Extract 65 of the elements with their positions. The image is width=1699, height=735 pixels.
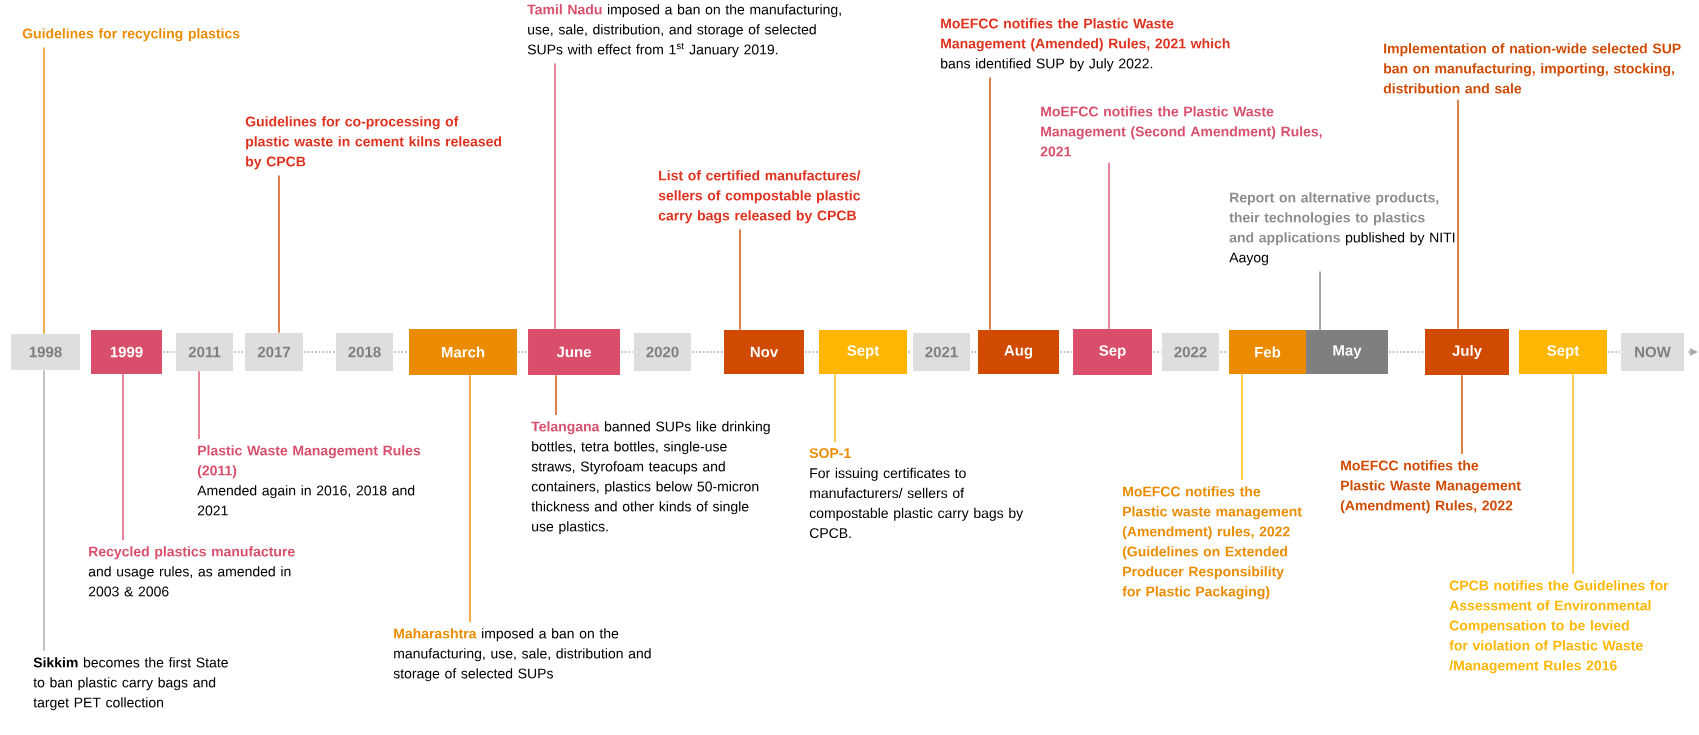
leader-line	[834, 373, 836, 443]
leader-line	[1241, 373, 1243, 481]
leader-line	[1457, 98, 1459, 330]
year-box: 2022	[1162, 333, 1219, 371]
leader-line	[43, 46, 45, 335]
event-text: Plastic Waste Management Rules (2011) Amended again in 2016, 2018 and 2021	[197, 445, 421, 516]
timeline-connector	[303, 351, 336, 353]
event-text: Sikkim becomes the first State to ban plastic carry bags and target PET collection	[33, 657, 228, 711]
month-box: Sept	[819, 330, 907, 374]
year-box: 2018	[336, 333, 393, 371]
leader-line	[198, 370, 200, 440]
event-text: Report on alternative products, their technologies to plastics and applications published by NITI Aayog	[1229, 192, 1455, 266]
event-text: Guidelines for recycling plastics	[22, 28, 240, 42]
timeline-connector	[393, 351, 409, 353]
year-box: 2021	[913, 333, 970, 371]
leader-line	[555, 374, 557, 416]
timeline-connector	[233, 351, 245, 353]
timeline-connector	[620, 351, 634, 353]
event-text: MoEFCC notifies the Plastic waste management (Amendment) rules, 2022 (Guidelines on Extended Producer Responsibility for Plastic Packaging)	[1122, 486, 1302, 600]
event-text: MoEFCC notifies the Plastic Waste Management (Amendment) Rules, 2022	[1340, 460, 1521, 514]
event-text: MoEFCC notifies the Plastic Waste Management (Second Amendment) Rules, 2021	[1040, 106, 1322, 157]
month-box: Sept	[1519, 330, 1607, 374]
event-text: Guidelines for co-processing of plastic waste in cement kilns released by CPCB	[245, 116, 502, 170]
leader-line	[469, 374, 471, 623]
month-box: July	[1425, 329, 1509, 375]
event-text: Implementation of nation-wide selected SUP ban on manufacturing, importing, stocking, distribution and sale	[1383, 43, 1681, 94]
leader-line	[1572, 373, 1574, 575]
leader-line	[1108, 161, 1110, 330]
month-box: June	[528, 329, 620, 375]
timeline-connector	[970, 351, 978, 353]
event-text: SOP-1 For issuing certificates to manufacturers/ sellers of compostable plastic carry bags by CPCB.	[809, 448, 1024, 539]
timeline-connector	[1607, 351, 1621, 353]
month-box: Sep	[1073, 329, 1152, 375]
month-box: 1999	[91, 330, 162, 374]
timeline-connector	[162, 351, 176, 353]
month-box: Nov	[724, 330, 804, 374]
event-text: Recycled plastics manufacture and usage rules, as amended in 2003 & 2006	[88, 546, 295, 597]
leader-line	[1461, 374, 1463, 455]
event-text: Tamil Nadu imposed a ban on the manufacturing, use, sale, distribution, and storage of selected SUPs with effect from 1$^{st}$ January 2019.	[527, 4, 841, 58]
event-text: Maharashtra imposed a ban on the manufacturing, use, sale, distribution and storage of selected SUPs	[393, 628, 651, 682]
timeline-connector	[1388, 351, 1425, 353]
leader-line	[278, 174, 280, 334]
timeline-connector	[691, 351, 724, 353]
event-text: Telangana banned SUPs like drinking bottles, tetra bottles, single-use straws, Styrofoam teacups and containers, plastics below 50-micron thickness and other kinds of single use plastics.	[531, 421, 770, 535]
leader-line	[989, 76, 991, 331]
leader-line	[43, 369, 45, 652]
event-text: MoEFCC notifies the Plastic Waste Management (Amended) Rules, 2021 which bans identified SUP by July 2022.	[941, 18, 1230, 72]
year-box: 2020	[634, 333, 691, 371]
year-box: 2011	[176, 333, 233, 371]
leader-line	[739, 228, 741, 331]
year-box: 1998	[11, 334, 80, 370]
month-box: March	[409, 329, 517, 375]
month-box: Aug	[978, 330, 1059, 374]
year-box: NOW	[1621, 333, 1684, 371]
event-text: CPCB notifies the Guidelines for Assessment of Environmental Compensation to be levied for violation of Plastic Waste /Management Rules 2016	[1449, 580, 1669, 674]
year-box: 2017	[245, 333, 303, 371]
timeline-connector	[804, 351, 819, 353]
timeline-connector	[517, 351, 528, 353]
event-text: List of certified manufactures/ sellers of compostable plastic carry bags released by CPCB	[658, 170, 861, 224]
timeline-connector	[1059, 351, 1073, 353]
month-box: Feb	[1229, 330, 1306, 374]
leader-line	[122, 373, 124, 541]
leader-line	[554, 62, 556, 330]
leader-line	[1319, 270, 1321, 331]
month-box: May	[1306, 330, 1388, 374]
